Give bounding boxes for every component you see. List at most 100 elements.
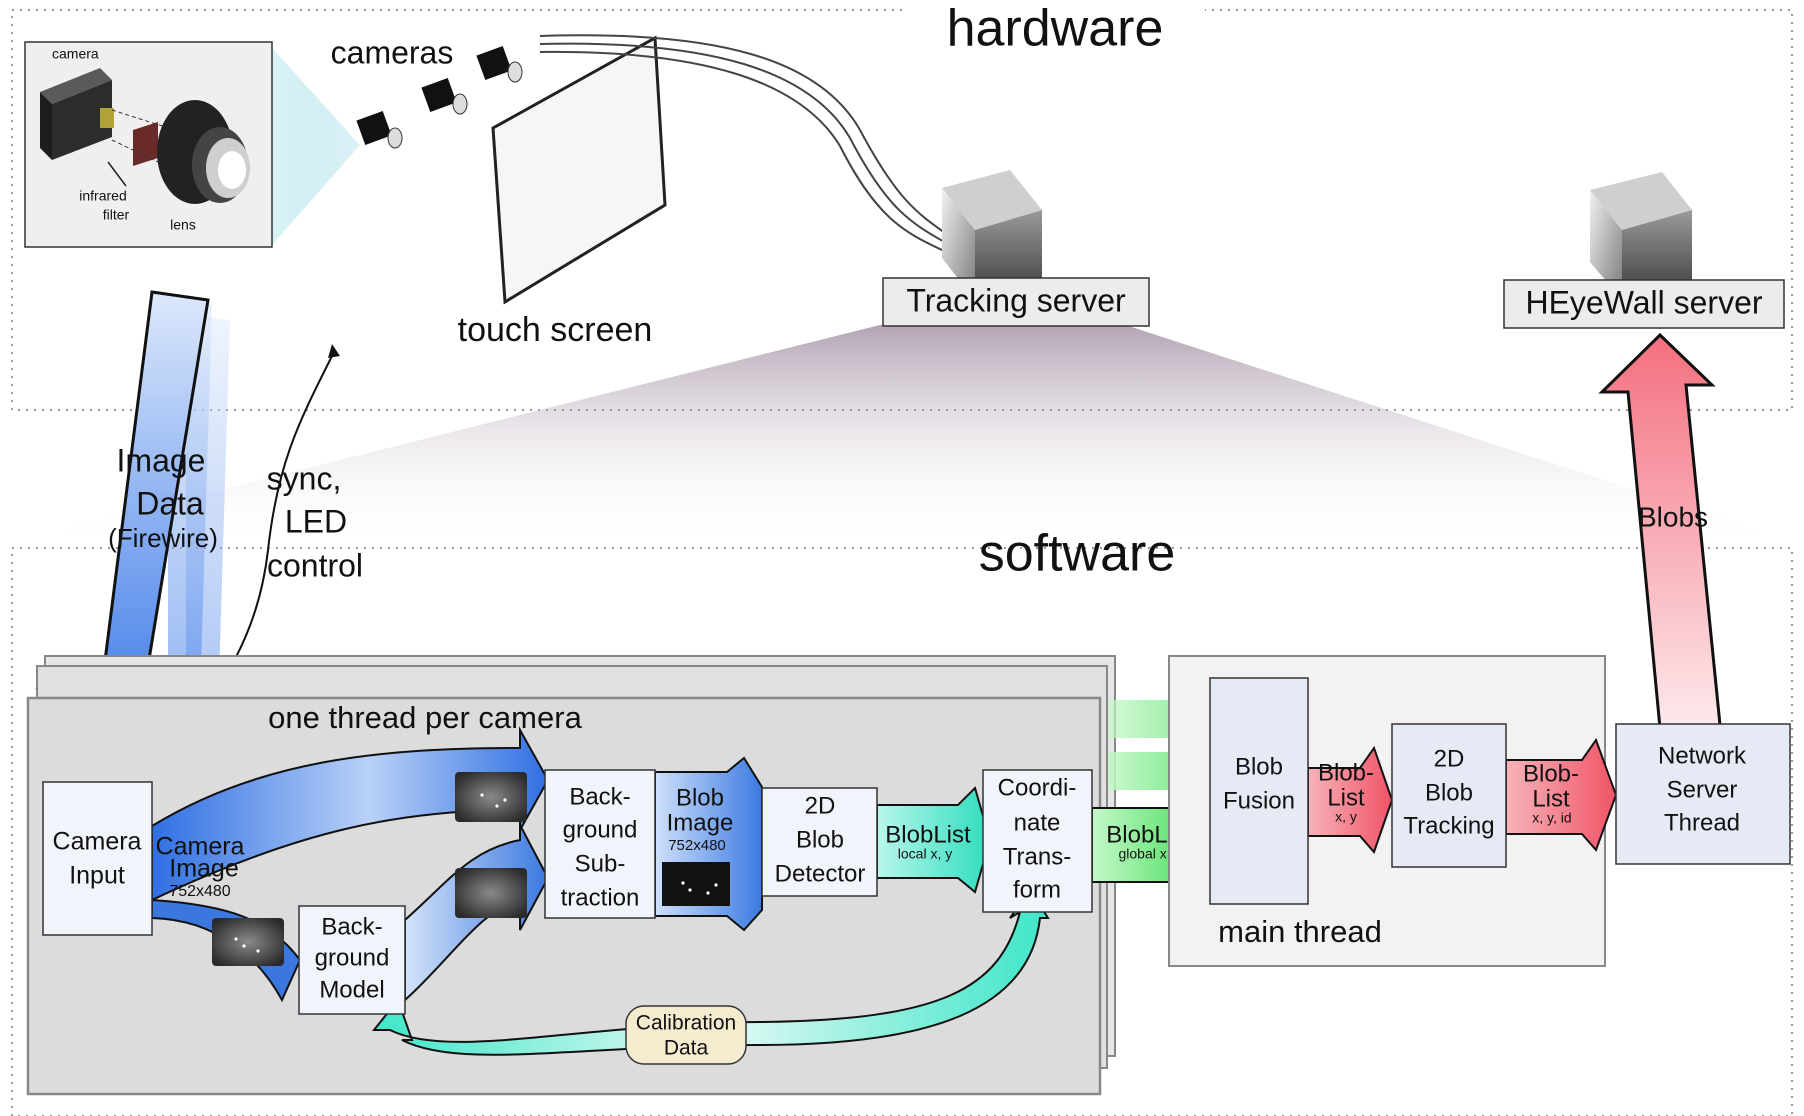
camera-image-thumb-top bbox=[455, 772, 527, 822]
blob-image-line-2: Image bbox=[667, 809, 734, 836]
cameras-label: cameras bbox=[331, 34, 454, 70]
network-line-3: Thread bbox=[1664, 809, 1740, 836]
camera-icon-3 bbox=[356, 110, 403, 149]
coord-line-4: form bbox=[1013, 876, 1061, 903]
filter-label: filter bbox=[103, 207, 130, 223]
bloblist-a-flow: Blob- List x, y bbox=[1307, 745, 1394, 854]
camera-view-cone bbox=[272, 48, 360, 245]
detector-line-3: Detector bbox=[775, 860, 866, 887]
background-subtraction-box: Back- ground Sub- traction bbox=[544, 769, 656, 919]
blob-image-line-1: Blob bbox=[676, 784, 724, 811]
thumbnails bbox=[212, 772, 730, 966]
bg-sub-line-1: Back- bbox=[569, 783, 630, 810]
lens-label: lens bbox=[170, 217, 196, 233]
coordinate-transform-box: Coordi- nate Trans- form bbox=[982, 769, 1093, 913]
blob-detector-box: 2D Blob Detector bbox=[761, 787, 878, 897]
bloblist-local-sub: local x, y bbox=[898, 846, 952, 862]
touch-screen-label: touch screen bbox=[458, 311, 653, 349]
bg-sub-line-3: Sub- bbox=[575, 850, 626, 877]
bloblist-global-sub: global x, y bbox=[1118, 846, 1181, 862]
cameras-group: cameras bbox=[331, 34, 523, 149]
network-line-2: Server bbox=[1667, 776, 1738, 803]
blob-image-res: 752x480 bbox=[668, 837, 726, 854]
camera-image-line-2: Image bbox=[169, 855, 238, 883]
tracking-line-3: Tracking bbox=[1403, 812, 1494, 839]
background-model-box: Back- ground Model bbox=[298, 905, 406, 1015]
server-icon bbox=[1590, 172, 1692, 300]
bloblist-b-line-2: List bbox=[1532, 785, 1570, 812]
image-data-line-2: Data bbox=[136, 485, 204, 521]
sync-line-1: sync, bbox=[267, 460, 342, 496]
coord-line-3: Trans- bbox=[1003, 843, 1071, 870]
bg-sub-line-4: traction bbox=[561, 884, 640, 911]
tracking-server-label: Tracking server bbox=[906, 282, 1126, 318]
bloblist-b-flow: Blob- List x, y, id bbox=[1505, 737, 1618, 852]
infrared-label: infrared bbox=[79, 188, 126, 204]
bloblist-a-sub: x, y bbox=[1335, 809, 1357, 825]
coord-line-1: Coordi- bbox=[998, 774, 1077, 801]
camera-thread-title: one thread per camera bbox=[268, 700, 582, 735]
sync-line-2: LED bbox=[285, 503, 347, 539]
sync-arrow: sync, LED control bbox=[137, 344, 363, 769]
bloblist-local-text: BlobList bbox=[885, 821, 971, 848]
tracking-line-1: 2D bbox=[1434, 745, 1465, 772]
camera-image-res: 752x480 bbox=[169, 883, 230, 900]
camera-detail-inset: camera infrared filter lens bbox=[24, 41, 360, 248]
calibration-data-box: Calibration Data bbox=[625, 1005, 747, 1065]
zoom-fan bbox=[0, 320, 1804, 545]
heyewall-server-label: HEyeWall server bbox=[1525, 284, 1762, 320]
camera-input-line-2: Input bbox=[69, 862, 125, 890]
sync-line-3: control bbox=[267, 547, 363, 583]
heyewall-server: HEyeWall server bbox=[1503, 172, 1785, 329]
tracking-line-2: Blob bbox=[1425, 779, 1473, 806]
main-thread-title: main thread bbox=[1218, 914, 1382, 949]
bloblist-b-sub: x, y, id bbox=[1532, 810, 1571, 826]
camera-cables bbox=[539, 34, 956, 257]
network-server-box: Network Server Thread bbox=[1615, 723, 1791, 865]
bg-model-line-1: Back- bbox=[321, 913, 382, 940]
bg-sub-line-2: ground bbox=[563, 816, 638, 843]
camera-body-icon bbox=[40, 68, 114, 160]
image-data-line-3: (Firewire) bbox=[108, 523, 218, 553]
blobs-label: Blobs bbox=[1638, 501, 1708, 532]
blob-image-label: Blob Image 752x480 bbox=[667, 784, 734, 854]
camera-input-box: Camera Input bbox=[42, 781, 153, 936]
tracking-server: Tracking server bbox=[882, 170, 1150, 327]
camera-input-line-1: Camera bbox=[53, 828, 142, 856]
bg-model-line-3: Model bbox=[319, 976, 384, 1003]
network-line-1: Network bbox=[1658, 742, 1747, 769]
bloblist-a-line-1: Blob- bbox=[1318, 759, 1374, 786]
infrared-filter-icon bbox=[133, 122, 158, 166]
touch-screen: touch screen bbox=[458, 35, 667, 349]
camera-image-line-1: Camera bbox=[156, 833, 245, 861]
camera-icon-1 bbox=[476, 45, 523, 83]
bloblist-a-line-2: List bbox=[1327, 784, 1365, 811]
software-heading: software bbox=[979, 525, 1176, 583]
blob-tracking-box: 2D Blob Tracking bbox=[1391, 723, 1507, 868]
camera-image-label: Camera Image 752x480 bbox=[156, 833, 245, 901]
calibration-line-1: Calibration bbox=[636, 1012, 736, 1035]
detector-line-1: 2D bbox=[805, 792, 836, 819]
software-section: software bbox=[11, 525, 1793, 1116]
bloblist-b-line-1: Blob- bbox=[1523, 760, 1579, 787]
blob-image-thumb bbox=[662, 862, 730, 906]
bg-model-line-2: ground bbox=[315, 944, 390, 971]
coord-line-2: nate bbox=[1014, 809, 1061, 836]
fusion-line-1: Blob bbox=[1235, 753, 1283, 780]
blob-fusion-box: Blob Fusion bbox=[1209, 677, 1309, 905]
calibration-flow bbox=[371, 888, 1050, 1056]
detector-line-2: Blob bbox=[796, 826, 844, 853]
hardware-section: hardware bbox=[11, 0, 1793, 411]
hardware-heading: hardware bbox=[947, 0, 1164, 58]
bg-model-thumb bbox=[455, 868, 527, 918]
calibration-line-2: Data bbox=[664, 1037, 709, 1060]
image-data-line-1: Image bbox=[117, 442, 206, 478]
blobs-arrow: Blobs bbox=[1598, 332, 1722, 730]
camera-image-thumb-bottom bbox=[212, 918, 284, 966]
fusion-line-2: Fusion bbox=[1223, 787, 1295, 814]
camera-icon-2 bbox=[421, 77, 468, 115]
camera-image-flow-top bbox=[151, 726, 550, 902]
camera-label: camera bbox=[52, 46, 99, 62]
bloblist-local-label: BlobList local x, y bbox=[885, 821, 971, 861]
